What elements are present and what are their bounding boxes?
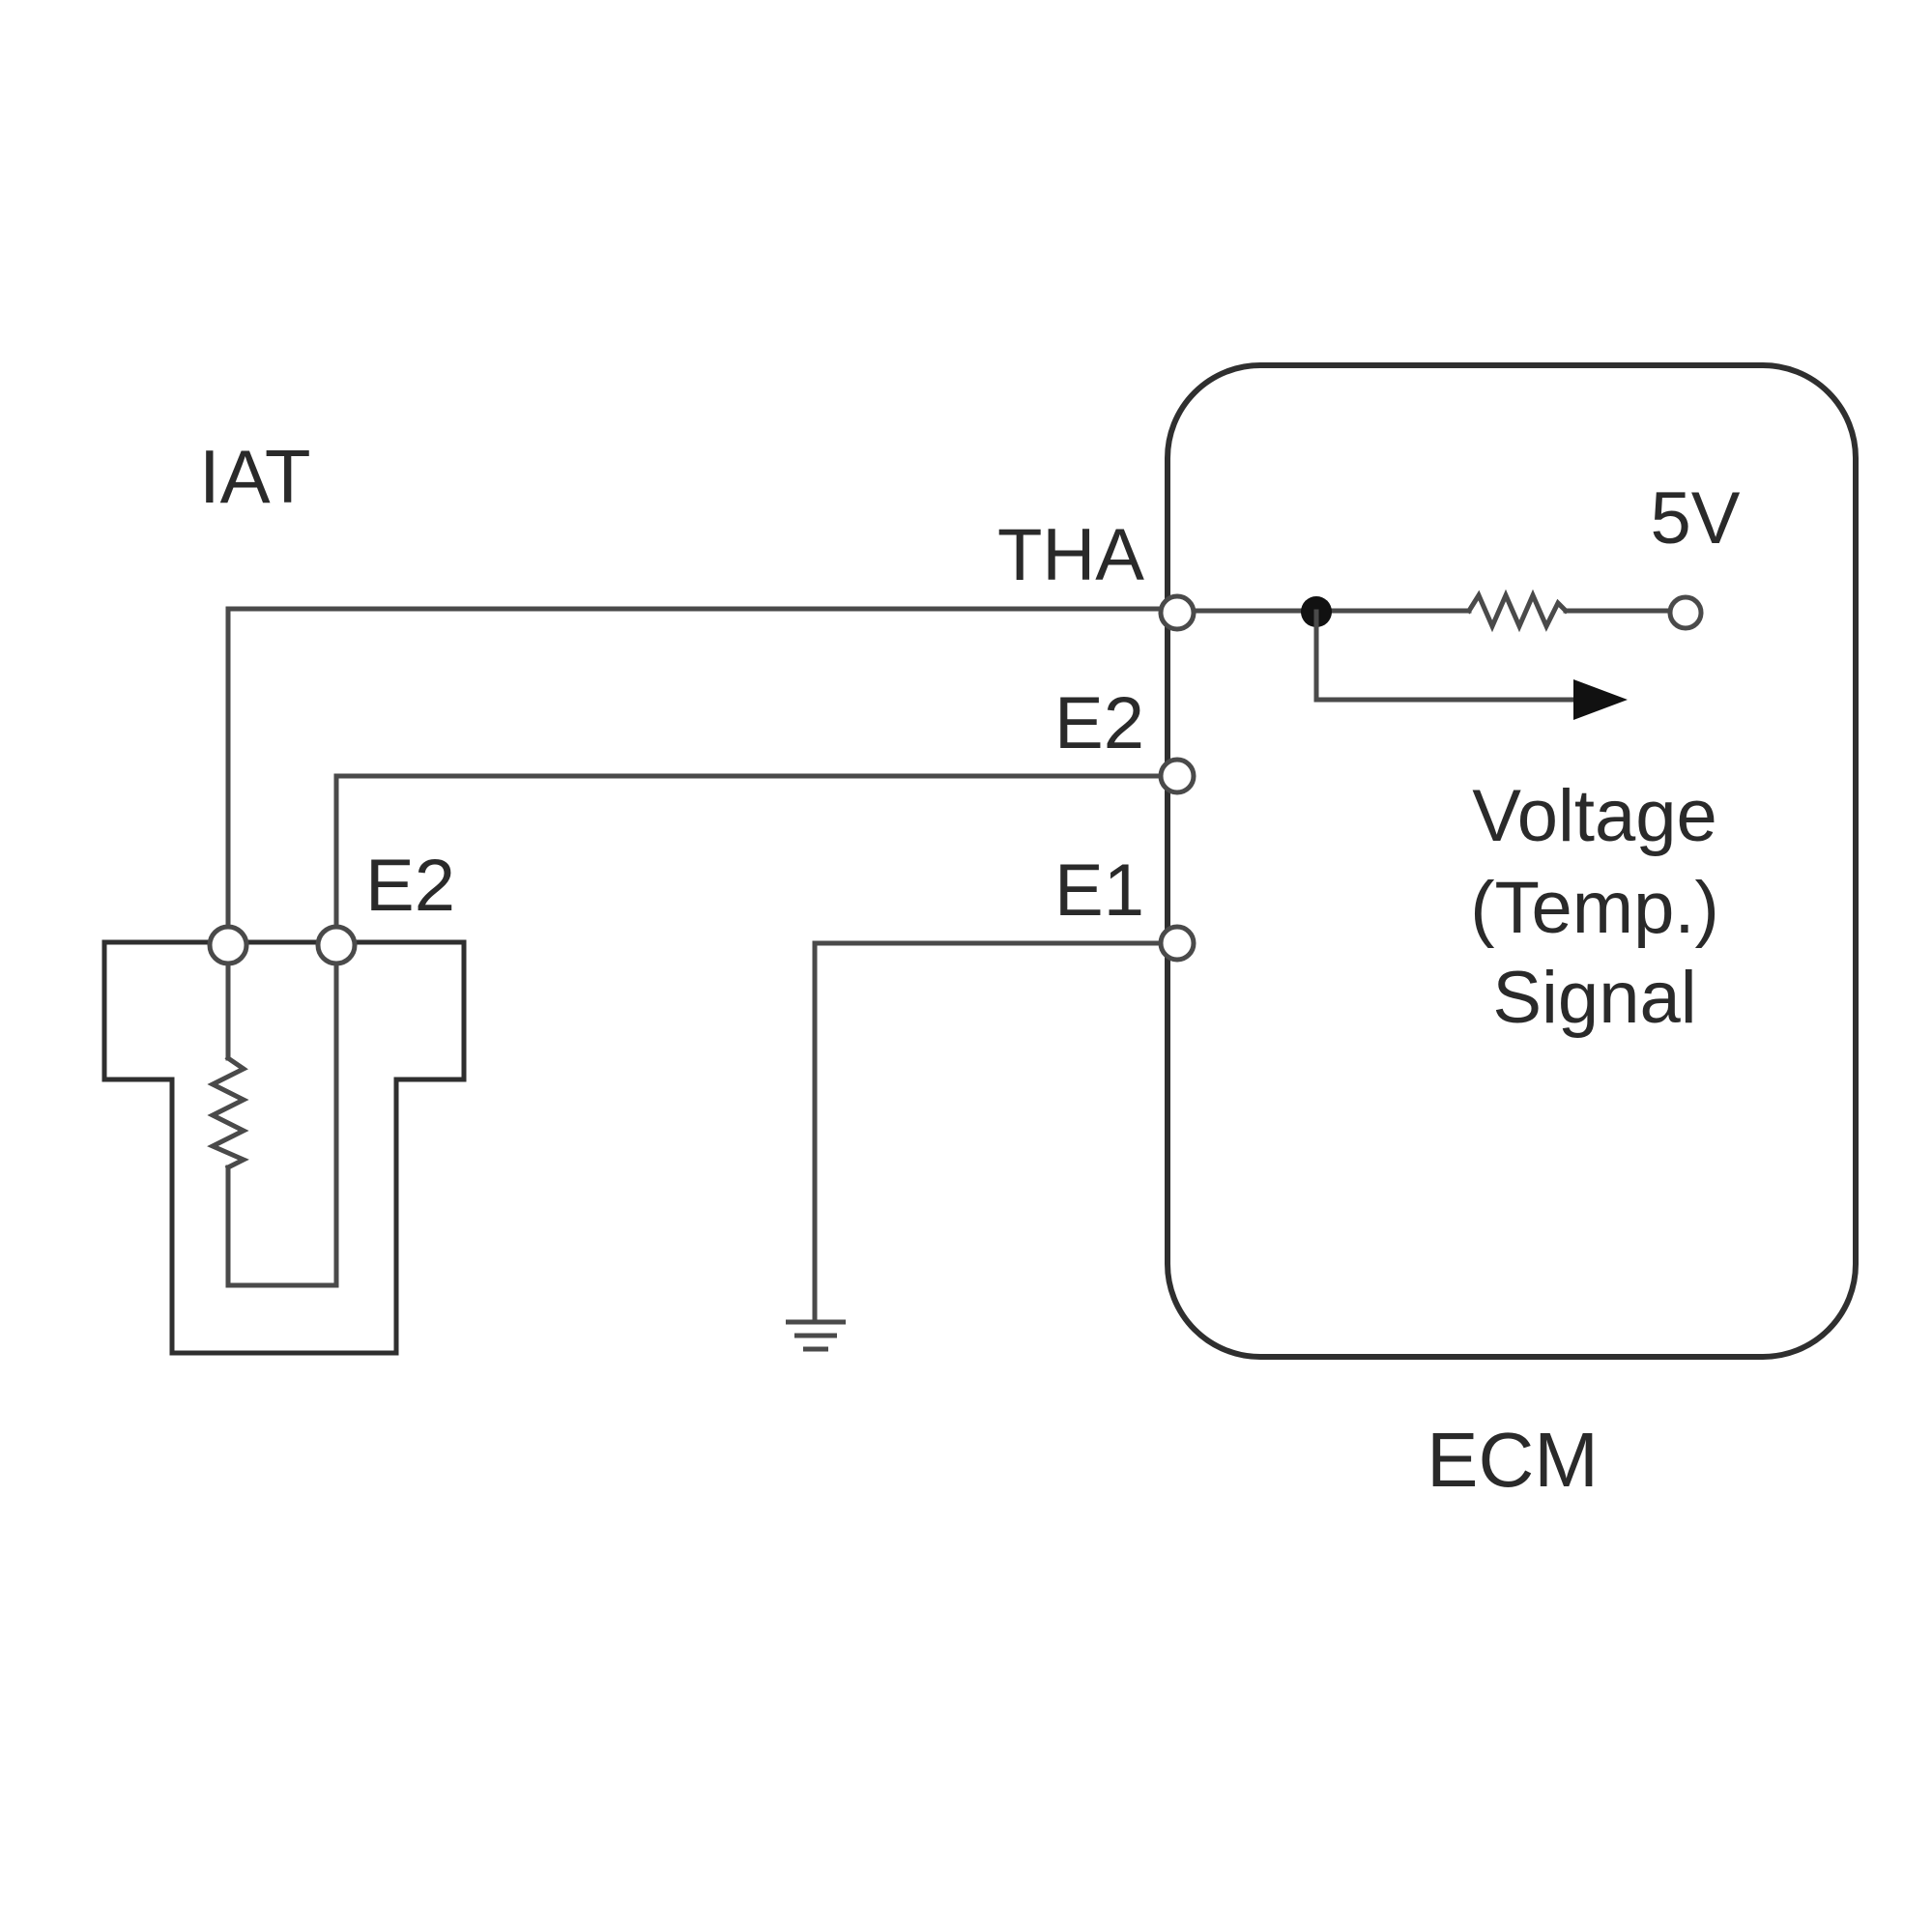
terminal-sensor-tha <box>207 924 249 966</box>
signal-label-line1: Voltage <box>1472 775 1717 857</box>
e2-sensor-label: E2 <box>365 845 455 927</box>
e2-ecm-label: E2 <box>1054 682 1144 764</box>
terminal-e2-ecm <box>1158 757 1197 795</box>
ground-icon <box>786 1319 846 1352</box>
supply-5v-label: 5V <box>1651 477 1741 560</box>
signal-label-line3: Signal <box>1492 957 1696 1039</box>
supply-terminal-5v <box>1667 594 1704 631</box>
terminal-e1-ecm <box>1158 924 1197 963</box>
iat-sensor-body <box>101 939 467 1356</box>
e2-wire <box>333 773 1180 945</box>
thermistor-resistor-icon <box>207 1054 249 1171</box>
signal-label-line2: (Temp.) <box>1470 867 1719 949</box>
terminal-sensor-e2 <box>315 924 358 966</box>
terminal-tha <box>1158 593 1197 632</box>
iat-label: IAT <box>199 434 311 519</box>
signal-arrow-icon <box>1573 679 1628 720</box>
e1-ecm-label: E1 <box>1054 849 1144 932</box>
tha-wire <box>225 606 1180 945</box>
ecm-label: ECM <box>1427 1417 1599 1503</box>
ecm-housing <box>1165 362 1859 1360</box>
signal-tap-line <box>1313 609 1578 703</box>
pullup-resistor-icon <box>1465 589 1570 633</box>
tha-label: THA <box>997 514 1144 596</box>
thermistor-loop <box>225 939 339 1288</box>
e1-ground-wire <box>812 940 1180 1322</box>
